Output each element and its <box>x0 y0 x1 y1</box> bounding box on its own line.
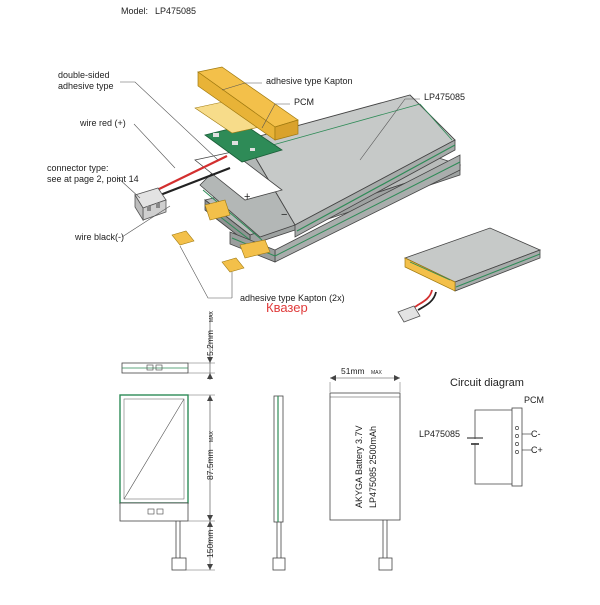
kapton-loose-2 <box>221 257 245 273</box>
exploded-view: + − double-sided adh <box>47 66 465 303</box>
dim-thickness: 5.2mm <box>205 330 215 356</box>
pcm-box <box>511 407 523 487</box>
wire-red <box>154 155 228 192</box>
dim-width: 51mm <box>341 366 365 376</box>
battery-label-line2: LP475085 2500mAh <box>368 426 378 508</box>
kapton-loose-1 <box>171 230 195 246</box>
label-wire-red: wire red (+) <box>79 118 126 128</box>
circuit-pcm-label: PCM <box>524 395 544 405</box>
label-wire-black: wire black(-) <box>74 232 124 242</box>
front-view-connector <box>171 557 187 571</box>
dim-thickness-max: MAX <box>209 311 215 323</box>
top-view <box>121 312 215 380</box>
assembled-wire-red <box>414 289 433 308</box>
assembled-wire-black <box>417 291 437 311</box>
minus-mark: − <box>281 209 287 221</box>
assembled-battery <box>397 227 542 323</box>
watermark: Квазер <box>266 300 308 315</box>
label-double-sided-1: double-sided <box>58 70 110 80</box>
label-pcm: PCM <box>294 97 314 107</box>
back-view <box>329 375 401 571</box>
double-sided-adhesive <box>194 151 283 201</box>
dim-wire-length: 150mm <box>205 530 215 558</box>
dim-length-max: MAX <box>209 431 215 443</box>
dim-width-max: MAX <box>371 370 383 376</box>
label-connector-1: connector type: <box>47 163 109 173</box>
front-view <box>119 394 215 571</box>
dim-length: 87.5mm <box>205 449 215 480</box>
model-label: Model: <box>121 6 148 16</box>
label-connector-2: see at page 2, point 14 <box>47 174 139 184</box>
wire-black <box>154 166 231 199</box>
terminal-plus-label: C+ <box>531 445 543 455</box>
kapton-corner-piece-2 <box>239 239 271 259</box>
connector <box>134 187 167 222</box>
label-kapton-top: adhesive type Kapton <box>266 76 353 86</box>
plus-mark: + <box>244 191 250 203</box>
circuit-cell-label: LP475085 <box>419 429 460 439</box>
assembled-connector <box>397 305 421 323</box>
callout-lines <box>117 81 420 299</box>
side-view <box>272 395 286 571</box>
circuit-title: Circuit diagram <box>450 377 524 389</box>
label-cell-model: LP475085 <box>424 92 465 102</box>
kapton-corner-piece <box>204 199 231 221</box>
battery-label-line1: AKYGA Battery 3.7V <box>354 425 364 508</box>
circuit-diagram: Circuit diagram PCM LP475085 C- C+ <box>419 377 544 487</box>
terminal-minus-label: C- <box>531 429 541 439</box>
label-kapton-bottom: adhesive type Kapton (2x) <box>240 293 345 303</box>
model-value: LP475085 <box>155 6 196 16</box>
kapton-top <box>197 66 299 141</box>
label-double-sided-2: adhesive type <box>58 81 114 91</box>
